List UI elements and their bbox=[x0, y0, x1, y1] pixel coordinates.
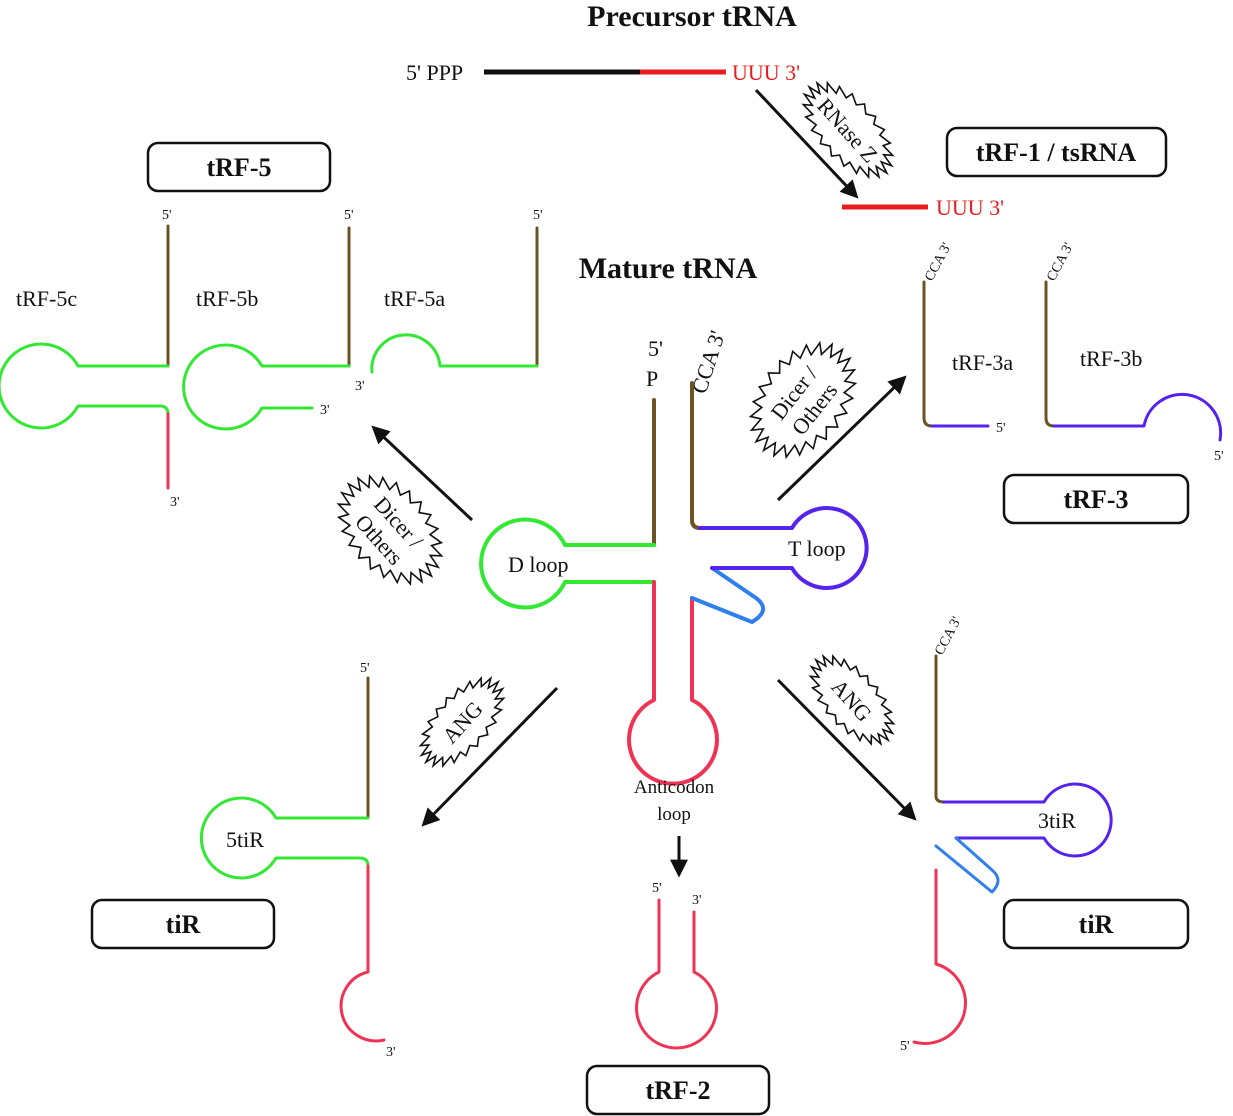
trf5c-fragment: tRF-5c 5' 3' bbox=[0, 208, 180, 510]
tir-right-label: 3tiR bbox=[1038, 808, 1076, 833]
trf5a-fragment: tRF-5a 5' 3' bbox=[355, 208, 543, 394]
tir-left-d-arm bbox=[199, 796, 370, 880]
trf5b-3prime: 3' bbox=[320, 403, 330, 418]
trf5c-d-arm bbox=[0, 342, 170, 430]
trf1-box bbox=[945, 126, 1168, 178]
tir-right-variable-loop bbox=[934, 836, 1000, 894]
mature-trna: 5' P CCA 3' D loop Anticodon loop T loop bbox=[479, 327, 869, 825]
tir-right-box bbox=[1002, 898, 1190, 950]
variable-loop bbox=[690, 566, 765, 624]
trf2-strand bbox=[635, 898, 718, 1050]
t-arm bbox=[698, 506, 869, 590]
trf3a-5prime: 5' bbox=[996, 421, 1006, 436]
dicer-right-burst: Dicer / Others bbox=[748, 340, 858, 460]
trf5-box bbox=[146, 141, 332, 193]
ang-left-burst: ANG bbox=[418, 675, 506, 769]
trf3b-fragment: CCA 3' 5' tRF-3b bbox=[1044, 241, 1223, 464]
tir-right-fragment: CCA 3' 5' 3tiR bbox=[900, 615, 1113, 1054]
ang-right-arrow bbox=[776, 678, 917, 821]
tir-right-anticodon-half bbox=[912, 868, 968, 1046]
precursor-5prime-label: 5' PPP bbox=[406, 60, 463, 85]
trf3b-cca: CCA 3' bbox=[1044, 241, 1077, 284]
trf5b-label: tRF-5b bbox=[196, 286, 258, 311]
tir-right-cca: CCA 3' bbox=[932, 615, 965, 658]
trf5-box-label: tRF-5 bbox=[207, 153, 272, 182]
trf5c-label: tRF-5c bbox=[16, 286, 77, 311]
ang-right-burst: ANG bbox=[808, 653, 896, 747]
trf5b-5prime: 5' bbox=[344, 208, 354, 223]
trf3b-t-arm bbox=[1052, 392, 1223, 442]
d-loop-label: D loop bbox=[508, 552, 569, 577]
anticodon-label-line2: loop bbox=[657, 804, 691, 825]
trf3a-acceptor bbox=[922, 280, 934, 428]
precursor-title: Precursor tRNA bbox=[587, 0, 797, 33]
trf1-3prime-label: UUU 3' bbox=[936, 195, 1004, 220]
trf3b-acceptor bbox=[1044, 280, 1056, 428]
ang-left-arrow bbox=[421, 686, 559, 827]
precursor-trna: 5' PPP UUU 3' bbox=[406, 60, 800, 85]
trf5a-d-arm-part bbox=[370, 333, 539, 374]
dicer-left-burst: Dicer / Others bbox=[336, 473, 444, 587]
anticodon-arm bbox=[627, 580, 719, 786]
trf5a-3prime: 3' bbox=[355, 379, 365, 394]
tir-right-5prime: 5' bbox=[900, 1039, 910, 1054]
tir-left-3prime: 3' bbox=[386, 1045, 396, 1060]
tir-left-box bbox=[90, 898, 276, 950]
trf3b-label: tRF-3b bbox=[1080, 346, 1142, 371]
trf3-box-label: tRF-3 bbox=[1064, 485, 1129, 514]
rnase-z-burst: RNase Z bbox=[801, 80, 895, 180]
trf5b-d-arm bbox=[182, 343, 351, 431]
anticodon-label-line1: Anticodon bbox=[634, 777, 715, 798]
tir-left-fragment: 5' 3' 5tiR bbox=[199, 661, 396, 1060]
tir-left-box-label: tiR bbox=[166, 910, 201, 939]
mature-p-label: P bbox=[646, 366, 658, 391]
trf1-box-label: tRF-1 / tsRNA bbox=[976, 138, 1137, 167]
rnase-z-arrow bbox=[754, 88, 859, 199]
t-loop-label: T loop bbox=[788, 536, 846, 561]
tir-left-5prime: 5' bbox=[360, 661, 370, 676]
trf3a-label: tRF-3a bbox=[952, 350, 1013, 375]
trf2-3prime: 3' bbox=[692, 893, 702, 908]
dicer-left-arrow bbox=[371, 425, 474, 522]
trf2-5prime: 5' bbox=[652, 881, 662, 896]
precursor-3prime-label: UUU 3' bbox=[732, 60, 800, 85]
tir-right-box-label: tiR bbox=[1079, 910, 1114, 939]
tir-left-label: 5tiR bbox=[226, 827, 264, 852]
trf2-box-label: tRF-2 bbox=[646, 1076, 711, 1105]
tir-left-anticodon-half bbox=[339, 864, 386, 1043]
trf5a-label: tRF-5a bbox=[384, 286, 445, 311]
mature-5prime-label: 5' bbox=[648, 336, 663, 361]
trf2-box bbox=[585, 1064, 771, 1116]
trf3a-cca: CCA 3' bbox=[922, 241, 955, 284]
trf3b-5prime: 5' bbox=[1214, 449, 1224, 464]
trf2-fragment: 5' 3' bbox=[635, 881, 718, 1050]
dicer-right-arrow bbox=[776, 375, 907, 502]
trf3a-fragment: CCA 3' 5' tRF-3a bbox=[922, 241, 1013, 436]
trf3-box bbox=[1002, 473, 1190, 525]
d-arm bbox=[479, 517, 656, 610]
mature-title: Mature tRNA bbox=[579, 252, 758, 285]
tir-right-acceptor bbox=[934, 654, 946, 804]
trf5a-5prime: 5' bbox=[533, 208, 543, 223]
tir-right-t-arm bbox=[942, 782, 1113, 858]
trf5c-5prime: 5' bbox=[162, 208, 172, 223]
acceptor-stem-3prime bbox=[690, 381, 702, 530]
trf5c-3prime: 3' bbox=[170, 495, 180, 510]
trf5b-fragment: tRF-5b 5' 3' bbox=[182, 208, 354, 431]
